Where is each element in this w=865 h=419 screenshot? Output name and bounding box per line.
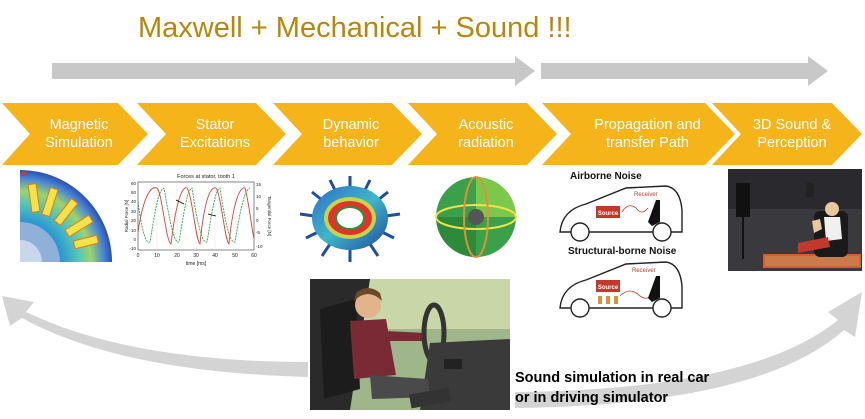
- force-plot: Forces at stator, tooth 1 0 10 20 30 40 …: [124, 174, 272, 267]
- step-stator-excitations: Stator Excitations: [179, 117, 251, 151]
- force-plot-ytick-right: 0: [256, 218, 259, 223]
- stator-deformation-image: [299, 176, 401, 262]
- perception-lab-photo: [728, 169, 862, 271]
- force-plot-title: Forces at stator, tooth 1: [177, 174, 235, 180]
- force-plot-ytick-left: 30: [131, 209, 137, 214]
- force-plot-xtick: 10: [154, 253, 160, 259]
- force-plot-ytick-left: 10: [131, 228, 137, 233]
- force-plot-ylabel-left: Radial Force [N]: [124, 200, 129, 233]
- structural-noise-title: Structural-borne Noise: [568, 246, 677, 257]
- force-plot-xlabel: time [ms]: [186, 261, 207, 267]
- force-plot-ylabel-right: Tangential Force [N]: [267, 196, 272, 236]
- force-plot-xtick: 30: [193, 253, 199, 259]
- force-plot-ytick-left: 20: [131, 218, 137, 223]
- structural-source-label: Source: [598, 285, 619, 291]
- driver-car-photo: [310, 279, 510, 410]
- force-plot-ytick-left: 0: [133, 237, 136, 242]
- force-plot-ytick-right: 15: [256, 182, 262, 187]
- caption-sound-simulation: Sound simulation in real car or in drivi…: [515, 370, 710, 406]
- force-plot-xtick: 20: [174, 253, 180, 259]
- force-plot-xtick: 40: [212, 253, 218, 259]
- step-3d-sound-perception: 3D Sound & Perception: [752, 117, 832, 151]
- progress-arrow-left: [52, 56, 535, 86]
- page-title: Maxwell + Mechanical + Sound !!!: [138, 12, 572, 44]
- force-plot-ytick-right: -10: [256, 244, 263, 249]
- force-plot-ytick-right: 5: [256, 206, 259, 211]
- magnetic-field-image: [20, 170, 112, 262]
- step-propagation-transfer-path: Propagation and transfer Path: [594, 117, 701, 151]
- acoustic-radiation-image: [435, 176, 517, 258]
- force-plot-ytick-right: -5: [256, 230, 260, 235]
- force-plot-ytick-left: -10: [129, 246, 136, 251]
- airborne-receiver-label: Receiver: [634, 192, 658, 198]
- force-plot-ytick-left: 40: [131, 199, 137, 204]
- airborne-noise-diagram: Source Receiver: [559, 185, 683, 242]
- process-chevrons: [2, 103, 862, 165]
- progress-arrow-right: [541, 56, 828, 86]
- structural-receiver-label: Receiver: [632, 268, 656, 274]
- force-plot-ytick-right: 10: [256, 194, 262, 199]
- airborne-source-label: Source: [598, 211, 619, 217]
- force-plot-xtick: 0: [137, 253, 140, 259]
- step-dynamic-behavior: Dynamic behavior: [322, 117, 380, 151]
- force-plot-ytick-left: 60: [131, 181, 137, 186]
- structural-noise-diagram: Source Receiver: [559, 261, 683, 318]
- force-plot-xtick: 60: [251, 253, 257, 259]
- step-magnetic-simulation: Magnetic Simulation: [45, 117, 113, 151]
- force-plot-ytick-left: 50: [131, 190, 137, 195]
- airborne-noise-title: Airborne Noise: [570, 171, 642, 182]
- step-acoustic-radiation: Acoustic radiation: [458, 117, 514, 151]
- force-plot-xtick: 50: [232, 253, 238, 259]
- return-arrow-left: [2, 296, 308, 377]
- return-arrow-right: [515, 292, 862, 408]
